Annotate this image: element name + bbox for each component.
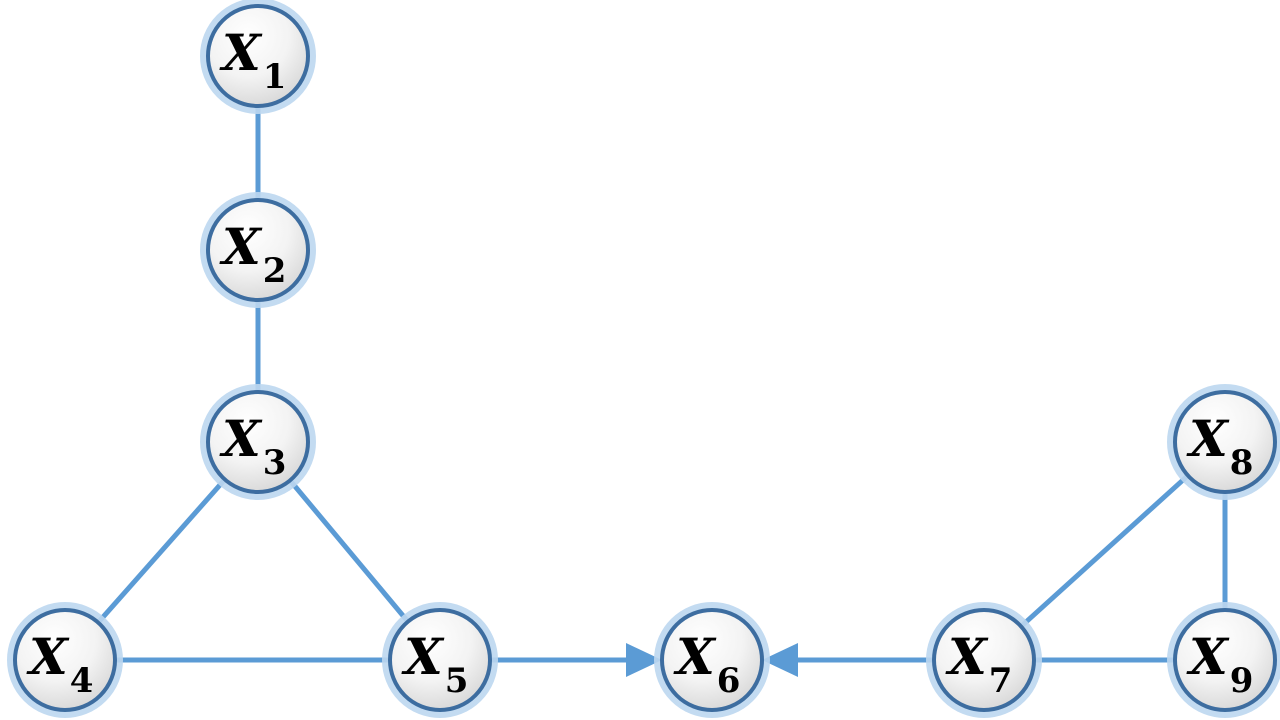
node-label: X4 xyxy=(26,627,93,701)
node-label: X7 xyxy=(945,627,1012,701)
node-label-var: X xyxy=(1186,409,1230,468)
node-label-subscript: 9 xyxy=(1230,661,1254,701)
node-x1: X1 xyxy=(200,0,316,114)
edge-x7-x8 xyxy=(1019,473,1190,629)
node-label-subscript: 1 xyxy=(263,57,287,97)
arrowhead xyxy=(626,643,662,677)
node-label-var: X xyxy=(26,627,70,686)
node-x4: X4 xyxy=(7,602,123,718)
node-glow xyxy=(7,602,123,718)
edge-x3-x5 xyxy=(288,478,410,624)
node-label: X1 xyxy=(219,23,286,97)
node-label: X8 xyxy=(1186,409,1253,483)
edge-x7-x6 xyxy=(762,643,934,677)
node-x3: X3 xyxy=(200,384,316,500)
node-glow xyxy=(654,602,770,718)
edge-x5-x6 xyxy=(490,643,662,677)
node-label-subscript: 8 xyxy=(1230,443,1254,483)
node-label-subscript: 3 xyxy=(263,443,287,483)
node-x6: X6 xyxy=(654,602,770,718)
node-circle xyxy=(206,390,310,494)
node-label-var: X xyxy=(219,409,263,468)
node-label-var: X xyxy=(219,217,263,276)
node-label-subscript: 6 xyxy=(717,661,741,701)
node-glow xyxy=(1167,602,1280,718)
node-circle xyxy=(13,608,117,712)
node-glow xyxy=(200,192,316,308)
node-circle xyxy=(206,198,310,302)
node-label: X2 xyxy=(219,217,286,291)
node-glow xyxy=(382,602,498,718)
node-circle xyxy=(660,608,764,712)
node-circle xyxy=(1173,390,1277,494)
node-label-var: X xyxy=(945,627,989,686)
node-circle xyxy=(388,608,492,712)
edges-layer xyxy=(96,106,1228,677)
edge-line xyxy=(1019,473,1190,629)
node-x5: X5 xyxy=(382,602,498,718)
node-x7: X7 xyxy=(926,602,1042,718)
node-glow xyxy=(200,384,316,500)
node-x9: X9 xyxy=(1167,602,1280,718)
node-label-var: X xyxy=(673,627,717,686)
node-label: X9 xyxy=(1186,627,1253,701)
node-glow xyxy=(926,602,1042,718)
node-circle xyxy=(206,4,310,108)
node-circle xyxy=(1173,608,1277,712)
node-label-subscript: 7 xyxy=(989,661,1013,701)
node-glow xyxy=(1167,384,1280,500)
node-label-var: X xyxy=(401,627,445,686)
node-label: X3 xyxy=(219,409,286,483)
node-label: X5 xyxy=(401,627,468,701)
node-label-subscript: 4 xyxy=(70,661,94,701)
node-x2: X2 xyxy=(200,192,316,308)
edge-x3-x4 xyxy=(96,477,227,625)
node-label-var: X xyxy=(219,23,263,82)
node-x8: X8 xyxy=(1167,384,1280,500)
arrowhead xyxy=(762,643,798,677)
node-label-var: X xyxy=(1186,627,1230,686)
node-label: X6 xyxy=(673,627,740,701)
node-label-subscript: 2 xyxy=(263,251,287,291)
node-glow xyxy=(200,0,316,114)
node-circle xyxy=(932,608,1036,712)
edge-line xyxy=(288,478,410,624)
edge-line xyxy=(96,477,227,625)
node-label-subscript: 5 xyxy=(445,661,469,701)
